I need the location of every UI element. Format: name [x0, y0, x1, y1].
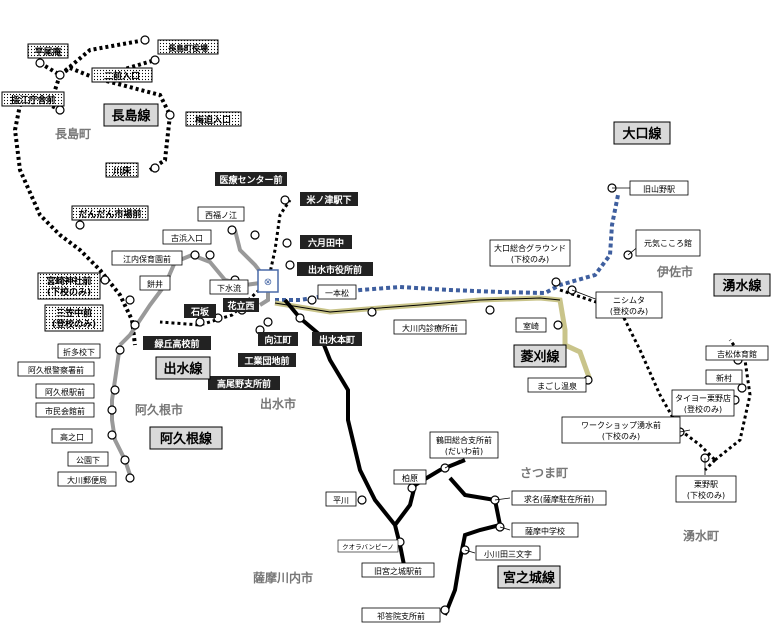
stop-takanoguchi: 高之口	[60, 432, 84, 442]
stop-okawauchi: 大川内診療所前	[402, 323, 458, 333]
stop-shimomizu: 下水流	[217, 283, 241, 293]
stop-shishido: 指江庁舎前	[10, 94, 55, 106]
stop-genki: 元気こころ館	[644, 238, 692, 248]
stop-satsuma-chu: 薩摩中学校	[525, 526, 565, 536]
stop-kuorabanpino: クオラバンピーノ	[342, 543, 394, 551]
line-yusui: 湧水線	[722, 278, 762, 294]
stop-taiyo: タイヨー栗野店(登校のみ)	[675, 393, 731, 414]
stop-kashiwabara: 柏原	[402, 473, 418, 483]
town-isa: 伊佐市	[656, 264, 693, 279]
stop-tsuruta: 鶴田総合支所前(だいわ前)	[436, 435, 492, 456]
stop-kawatoko: 川床	[112, 165, 132, 177]
stop-izumi-shiyakusho: 出水市役所前	[308, 264, 362, 276]
stop-orita: 折多校下	[63, 347, 95, 357]
stop-rokuchida: 六月田中	[308, 237, 344, 249]
stop-hirakawa: 平川	[333, 496, 349, 505]
line-okuchi: 大口線	[622, 126, 662, 142]
stop-kurino: 栗野駅(下校のみ)	[687, 480, 725, 500]
stop-ippon-matsu: 一本松	[325, 288, 349, 298]
svg-text:⊗: ⊗	[264, 277, 272, 288]
town-yusui: 湧水町	[683, 528, 719, 543]
okuchi-route	[275, 194, 620, 302]
stop-nagashima-office: 長島町役場	[168, 43, 208, 53]
stop-omagawa: 大川郵便局	[67, 475, 107, 485]
line-miyanojo: 宮之城線	[503, 570, 556, 586]
stop-nishimuta: ニシムタ(登校のみ)	[610, 296, 648, 316]
stop-hanatachi: 花立西	[227, 300, 254, 312]
line-akune: 阿久根線	[160, 431, 213, 447]
stop-enouchi: 江内保育園前	[123, 254, 171, 264]
town-satsumasendai: 薩摩川内市	[253, 570, 313, 585]
nagashima-route	[12, 38, 173, 346]
line-hishikari: 菱刈線	[520, 349, 560, 365]
stop-magoshi: まごし温泉	[537, 381, 577, 391]
town-izumi: 出水市	[260, 396, 296, 411]
town-satsuma: さつま町	[520, 466, 568, 480]
stop-kogyo: 工業団地前	[244, 355, 289, 367]
stop-ishihiro: 石坂	[190, 306, 210, 318]
stop-workshop: ワークショップ湧水前(下校のみ)	[581, 420, 661, 441]
stop-akune-ekimae: 阿久根駅前	[45, 387, 85, 397]
station-icon	[257, 269, 279, 293]
stop-kyu-miyanojo: 旧宮之城駅前	[374, 566, 422, 576]
stop-midoriko: 緑丘高校前	[154, 338, 199, 350]
stop-mukaie: 向江町	[264, 334, 291, 346]
stop-mikai: 三笠中前(登校のみ)	[52, 307, 96, 330]
stop-hiragoshi: 平尾庵	[34, 46, 62, 58]
stop-iryo: 医療センター前	[219, 174, 282, 186]
stop-yoshimatsu: 吉松体育館	[717, 349, 757, 359]
line-nagashima: 長島線	[111, 108, 151, 124]
stop-yobe: 餅井	[147, 279, 163, 289]
stop-kouen-shita: 公園下	[76, 456, 100, 465]
town-akune: 阿久根市	[135, 402, 183, 417]
stop-dandan: だんだん市場前	[78, 208, 141, 220]
line-izumi: 出水線	[163, 361, 203, 377]
stop-shimin-kaikan: 市民会館前	[45, 406, 85, 416]
stop-komenotsu: 米ノ津駅下	[305, 194, 351, 206]
stop-kedoin: 祁答院支所前	[377, 611, 425, 621]
stop-akune-police: 阿久根警察署前	[28, 365, 84, 375]
stop-ogawada: 小川田三文字	[484, 549, 532, 559]
stop-motomyo: 求名(薩摩駐在所前)	[524, 494, 594, 504]
stop-umenokoshi: 梅迫入口	[195, 114, 231, 126]
stop-hishikari-saki: 室崎	[523, 321, 539, 331]
stop-takaoshino: 高尾野支所前	[217, 378, 271, 390]
stop-kyu-yamano: 旧山野駅	[643, 184, 675, 194]
stop-okuchi-ground: 大口総合グラウンド(下校のみ)	[494, 243, 566, 264]
stop-shinmura: 新村	[716, 373, 732, 383]
stop-nishifukunoe: 西福ノ江	[205, 211, 237, 220]
stop-izumi-honcho: 出水本町	[319, 334, 355, 346]
town-nagashima: 長島町	[55, 126, 91, 141]
stop-miyazaki: 宮崎神社前(下校のみ)	[46, 275, 91, 298]
stop-ninagawa: 二前入口	[104, 70, 140, 82]
stop-furuhama: 古浜入口	[171, 233, 203, 243]
